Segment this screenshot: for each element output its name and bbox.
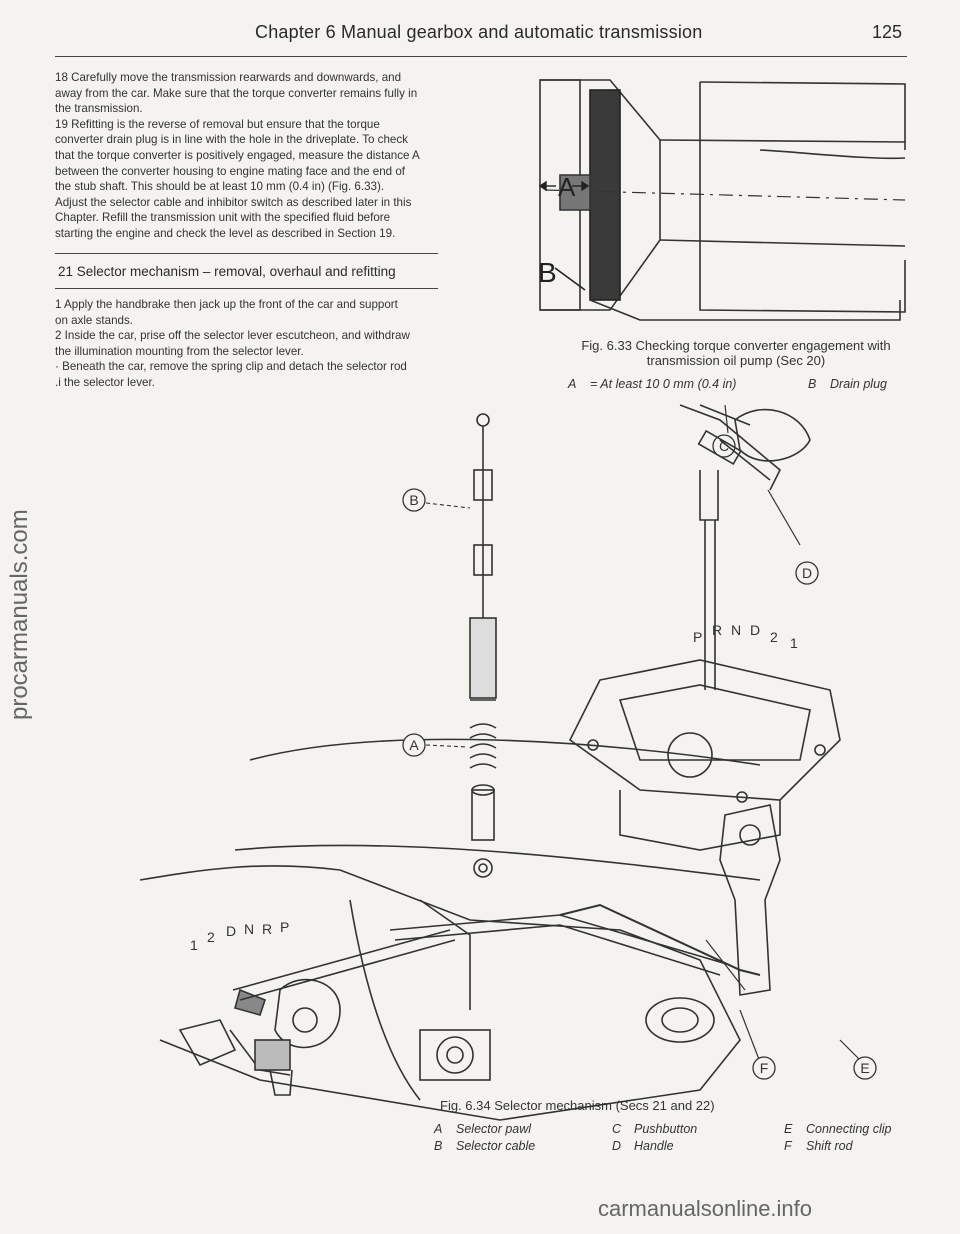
legend-text: Handle: [634, 1139, 674, 1153]
text-line: the illumination mounting from the selec…: [55, 344, 304, 358]
legend-key: A: [434, 1122, 443, 1136]
legend-key: D: [612, 1139, 622, 1153]
legend-key: A: [568, 377, 577, 391]
text-line: 18 Carefully move the transmission rearw…: [55, 71, 402, 84]
paragraphs-18-19: 18 Carefully move the transmission rearw…: [55, 70, 440, 242]
gate-lower-1: 1: [190, 937, 198, 953]
legend-text: = At least 10 0 mm (0.4 in): [590, 377, 737, 391]
legend-key: E: [784, 1122, 793, 1136]
text-line: that the torque converter is positively …: [55, 148, 420, 162]
text-line: · Beneath the car, remove the spring cli…: [55, 360, 407, 374]
text-line: starting the engine and check the level …: [55, 226, 396, 240]
fig-634-legend-f: F Shift rod: [784, 1139, 853, 1153]
section-title: 21 Selector mechanism – removal, overhau…: [58, 264, 396, 279]
legend-key: C: [612, 1122, 622, 1136]
gate-lower-d: D: [226, 923, 236, 939]
legend-text: Selector pawl: [456, 1122, 532, 1136]
gate-lower-n: N: [244, 921, 254, 937]
text-line: .i the selector lever.: [55, 375, 155, 389]
legend-text: Selector cable: [456, 1139, 536, 1153]
callout-f: F: [760, 1060, 769, 1076]
fig-633-caption-line1: Fig. 6.33 Checking torque converter enga…: [581, 338, 891, 353]
callout-e: E: [860, 1060, 869, 1076]
legend-text: Shift rod: [806, 1139, 853, 1153]
fig-633-legend-a: A = At least 10 0 mm (0.4 in): [568, 377, 736, 391]
section-rule-top: [55, 253, 438, 254]
text-line: 2 Inside the car, prise off the selector…: [55, 329, 410, 343]
fig-634-legend-a: A Selector pawl: [434, 1122, 531, 1136]
fig-633-label-b: B: [538, 257, 557, 288]
fig-633-caption-line2: transmission oil pump (Sec 20): [646, 353, 826, 368]
gate-lower-r: R: [262, 921, 272, 937]
callout-a: A: [409, 737, 419, 753]
header-rule: [55, 56, 907, 57]
watermark-left-text: procarmanuals.com: [6, 509, 33, 720]
section-rule-bottom: [55, 288, 438, 289]
gate-upper-p: P: [693, 629, 702, 645]
gate-upper-n: N: [731, 622, 741, 638]
text-line: Adjust the selector cable and inhibitor …: [55, 195, 412, 209]
legend-key: B: [808, 377, 817, 391]
text-line: between the converter housing to engine …: [55, 164, 405, 178]
fig-634-legend-d: D Handle: [612, 1139, 674, 1153]
chapter-header: Chapter 6 Manual gearbox and automatic t…: [255, 22, 703, 42]
text-line: 1 Apply the handbrake then jack up the f…: [55, 298, 398, 311]
fig-633-label-a: A: [558, 172, 576, 202]
fig-634-legend-e: E Connecting clip: [784, 1122, 891, 1136]
text-line: away from the car. Make sure that the to…: [55, 86, 418, 100]
text-line: on axle stands.: [55, 313, 133, 327]
gate-upper-r: R: [712, 622, 722, 638]
text-line: Chapter. Refill the transmission unit wi…: [55, 211, 391, 225]
callout-c: C: [719, 438, 729, 454]
text-line: converter drain plug is in line with the…: [55, 133, 408, 147]
paragraphs-1-3: 1 Apply the handbrake then jack up the f…: [55, 297, 440, 391]
fig-634-legend-c: C Pushbutton: [612, 1122, 697, 1136]
callout-d: D: [802, 565, 812, 581]
gate-upper-1: 1: [790, 635, 798, 651]
watermark-bottom: carmanualsonline.info: [598, 1196, 813, 1221]
gate-lower-p: P: [280, 919, 289, 935]
text-line: the stub shaft. This should be at least …: [55, 180, 385, 194]
legend-text: Connecting clip: [806, 1122, 892, 1136]
gate-upper-2: 2: [770, 629, 778, 645]
fig-634-legend-b: B Selector cable: [434, 1139, 535, 1153]
fig-634-caption: Fig. 6.34 Selector mechanism (Secs 21 an…: [440, 1098, 715, 1113]
gate-upper-d: D: [750, 622, 760, 638]
text-line: 19 Refitting is the reverse of removal b…: [55, 117, 380, 131]
page-number: 125: [872, 22, 903, 42]
legend-text: Pushbutton: [634, 1122, 698, 1136]
fig-633-caption: Fig. 6.33 Checking torque converter enga…: [546, 338, 926, 368]
legend-text: Drain plug: [830, 377, 887, 391]
text-line: the transmission.: [55, 102, 143, 116]
legend-key: F: [784, 1139, 792, 1153]
gate-lower-2: 2: [207, 929, 215, 945]
legend-key: B: [434, 1139, 443, 1153]
callout-b: B: [409, 492, 418, 508]
fig-633-legend-b: B Drain plug: [808, 377, 887, 391]
